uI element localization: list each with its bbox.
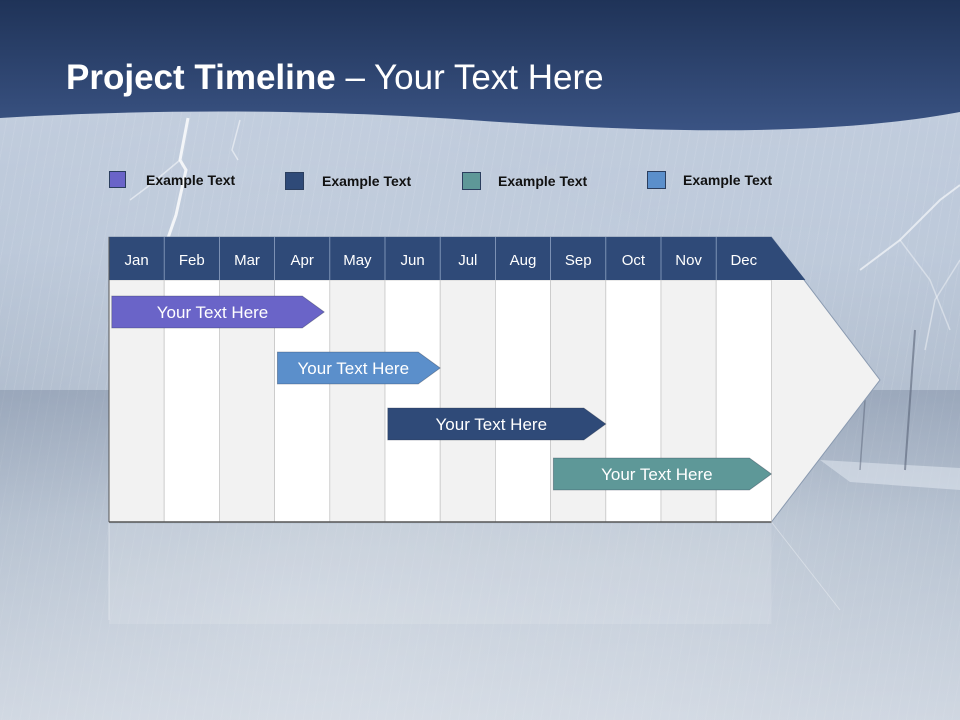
task-label: Your Text Here (601, 465, 713, 484)
task-label: Your Text Here (157, 303, 269, 322)
legend-label: Example Text (146, 171, 236, 188)
month-label: May (343, 252, 372, 269)
legend-item-2: Example Text (285, 172, 411, 190)
month-label: Aug (510, 252, 537, 269)
title-bold-part: Project Timeline (66, 58, 336, 97)
task-label: Your Text Here (436, 415, 548, 434)
legend-item-3: Example Text (462, 172, 587, 190)
task-label: Your Text Here (298, 359, 410, 378)
task-bar (387, 407, 607, 441)
month-column (494, 279, 551, 523)
legend-item-4: Example Text (647, 171, 772, 189)
month-label: Mar (234, 252, 260, 269)
month-label: Sep (565, 252, 592, 269)
title-rest-part: – Your Text Here (335, 58, 604, 97)
task-bar (276, 351, 441, 385)
legend-item-1: Example Text (109, 171, 235, 188)
task-bar (552, 457, 773, 491)
month-column (329, 279, 386, 523)
legend-label: Example Text (322, 173, 412, 189)
month-header-band (109, 237, 806, 280)
legend-label: Example Text (683, 172, 773, 188)
legend-label: Example Text (498, 173, 588, 189)
chart-reflection (108, 521, 841, 620)
month-label: Dec (730, 252, 757, 269)
month-label: Jun (401, 252, 425, 269)
month-column (384, 279, 441, 523)
legend-swatch (285, 172, 304, 190)
legend-swatch (647, 171, 666, 189)
task-bar (111, 295, 325, 329)
page-title: Project Timeline – Your Text Here (66, 58, 604, 98)
month-label: Nov (675, 252, 702, 269)
month-label: Jan (125, 252, 149, 269)
chart-reflection-fill (109, 524, 772, 624)
month-label: Apr (291, 252, 314, 269)
legend-swatch (462, 172, 481, 190)
month-label: Jul (458, 252, 477, 269)
title-banner (0, 0, 960, 131)
month-label: Oct (622, 252, 646, 269)
legend-swatch (109, 171, 126, 188)
month-column (439, 279, 496, 523)
month-label: Feb (179, 252, 205, 269)
